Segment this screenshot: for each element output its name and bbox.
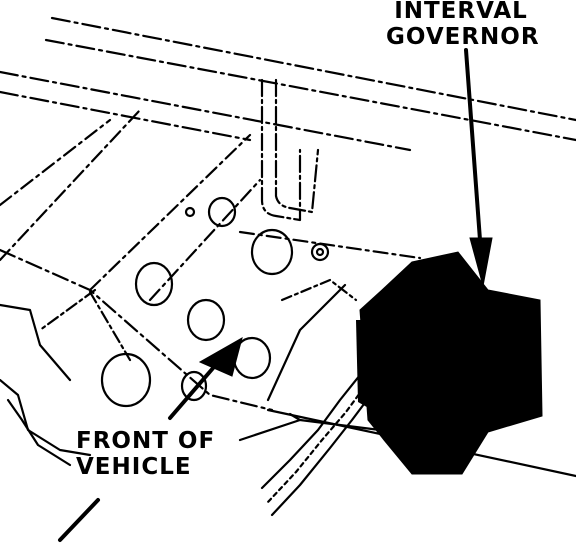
- frame-rail-top: [50, 16, 576, 122]
- bolt-2: [184, 206, 196, 218]
- front-of-vehicle-label-line2: VEHICLE: [76, 454, 192, 480]
- cable-3: [266, 380, 370, 504]
- mounting-plate-3: [266, 283, 347, 402]
- panel-diagonal-2: [148, 178, 262, 302]
- lower-rail-2: [0, 303, 72, 382]
- frame-rail-upper: [0, 70, 412, 152]
- front-of-vehicle-label: FRONT OF VEHICLE: [76, 428, 276, 480]
- base-line-2: [288, 412, 382, 432]
- governor-arrow-head: [469, 237, 493, 287]
- governor-body: [359, 251, 543, 475]
- mounting-plate-2: [280, 278, 358, 302]
- mounting-plate: [238, 230, 422, 260]
- hole-3: [100, 352, 152, 408]
- cable-2: [270, 386, 378, 517]
- panel-mid: [38, 288, 97, 332]
- governor-flange: [356, 320, 372, 410]
- hole-2: [186, 298, 226, 342]
- hole-6: [250, 228, 294, 276]
- front-arrow-head: [198, 336, 243, 377]
- frame-rail-top-2: [44, 38, 576, 142]
- panel-diagonal: [88, 133, 252, 292]
- interval-governor-label-line1: INTERVAL: [394, 0, 528, 24]
- hole-7: [180, 370, 208, 402]
- hole-1: [134, 261, 174, 307]
- bracket-2: [274, 78, 320, 214]
- front-of-vehicle-label-line1: FRONT OF: [76, 428, 216, 454]
- panel-mid-2: [88, 290, 132, 362]
- interval-governor-label-line2: GOVERNOR: [386, 24, 540, 50]
- panel-left-2: [0, 108, 142, 262]
- hole-5: [207, 196, 237, 228]
- cable: [260, 373, 362, 490]
- frame-rail-upper-2: [0, 90, 252, 142]
- bolt-1: [310, 242, 330, 262]
- lower-flange-2: [6, 398, 72, 467]
- bolt-1-inner: [315, 247, 325, 257]
- front-arrow-shaft: [168, 358, 222, 420]
- lower-rail: [0, 248, 274, 412]
- bracket: [260, 78, 302, 222]
- panel-left: [0, 118, 112, 207]
- base-line-3: [238, 418, 302, 442]
- front-arrow-tail: [58, 498, 100, 542]
- interval-governor-label: INTERVAL GOVERNOR: [386, 0, 540, 50]
- governor-arrow-shaft: [464, 48, 482, 242]
